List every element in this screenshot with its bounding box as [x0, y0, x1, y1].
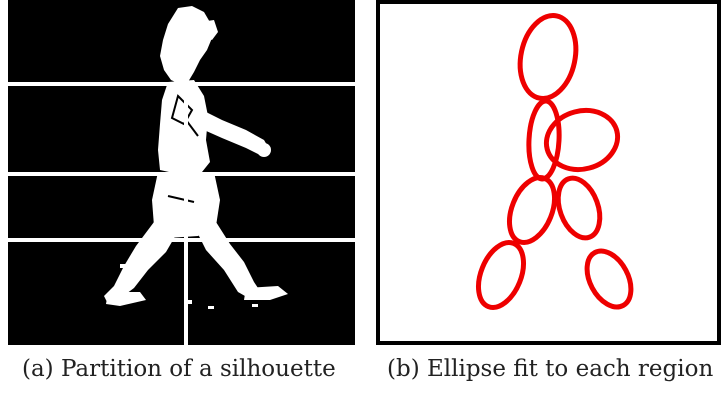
- ellipse-leg-back: [476, 240, 526, 310]
- ellipse-hip-right: [555, 175, 603, 241]
- ellipse-fit-panel: [376, 0, 721, 345]
- ellipse-leg-front: [584, 248, 634, 310]
- ellipse-hip-left: [507, 175, 557, 245]
- partition-lines: [8, 82, 355, 345]
- ellipse-arm: [543, 107, 621, 173]
- caption-a: (a) Partition of a silhouette: [22, 356, 336, 382]
- ellipse-group: [476, 13, 634, 310]
- ellipse-fit-image: [376, 0, 721, 345]
- silhouette-image: [8, 0, 355, 345]
- caption-b: (b) Ellipse fit to each region: [387, 356, 714, 382]
- silhouette-partition-panel: [8, 0, 355, 345]
- ellipse-head: [517, 13, 579, 101]
